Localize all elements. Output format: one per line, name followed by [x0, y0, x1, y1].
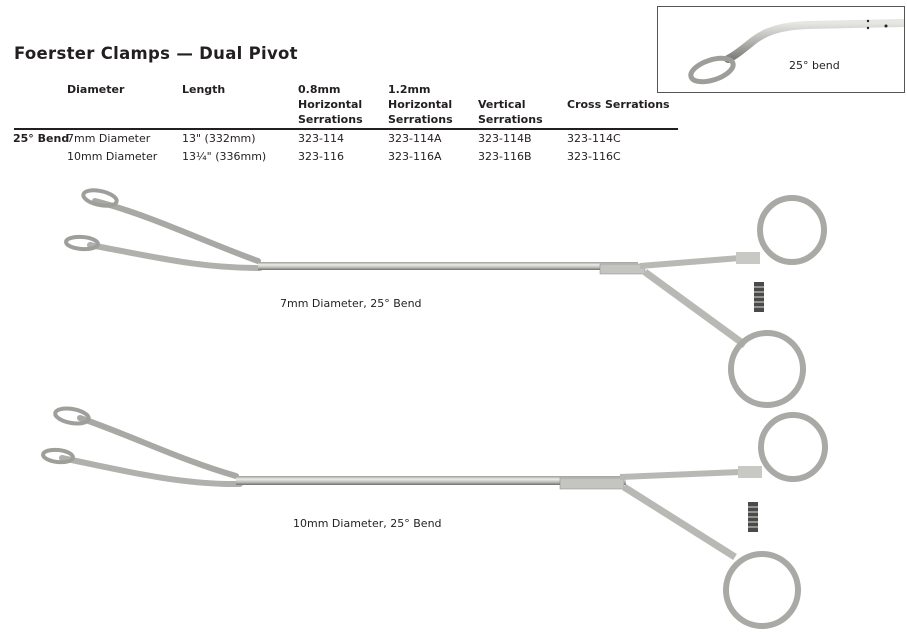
- figure-caption-7mm: 7mm Diameter, 25° Bend: [280, 297, 422, 310]
- cell-cross: 323-114C: [567, 132, 621, 145]
- bend-detail-inset: 25° bend: [657, 6, 905, 93]
- cell-length: 13¼" (336mm): [182, 150, 267, 163]
- cell-diameter: 10mm Diameter: [67, 150, 158, 163]
- cell-vertical: 323-114B: [478, 132, 532, 145]
- inset-label: 25° bend: [789, 59, 840, 72]
- cell-length: 13" (332mm): [182, 132, 256, 145]
- cell-vertical: 323-116B: [478, 150, 532, 163]
- header-length: Length: [182, 83, 226, 96]
- cell-cross: 323-116C: [567, 150, 621, 163]
- bend-detail-image: [688, 19, 904, 85]
- clamp-10mm: [41, 406, 828, 629]
- header-vertical: Vertical Serrations: [478, 98, 543, 126]
- cell-h08: 323-116: [298, 150, 344, 163]
- header-diameter: Diameter: [67, 83, 125, 96]
- clamp-7mm: [64, 188, 827, 408]
- cell-diameter: 7mm Diameter: [67, 132, 151, 145]
- cell-h12: 323-116A: [388, 150, 442, 163]
- table-header-rule: [14, 128, 678, 130]
- header-12mm-horizontal: 1.2mm Horizontal Serrations: [388, 83, 453, 126]
- page-title: Foerster Clamps — Dual Pivot: [14, 44, 298, 63]
- header-cross: Cross Serrations: [567, 98, 670, 111]
- figure-caption-10mm: 10mm Diameter, 25° Bend: [293, 517, 442, 530]
- cell-h12: 323-114A: [388, 132, 442, 145]
- header-08mm-horizontal: 0.8mm Horizontal Serrations: [298, 83, 363, 126]
- group-label: 25° Bend: [13, 132, 70, 145]
- cell-h08: 323-114: [298, 132, 344, 145]
